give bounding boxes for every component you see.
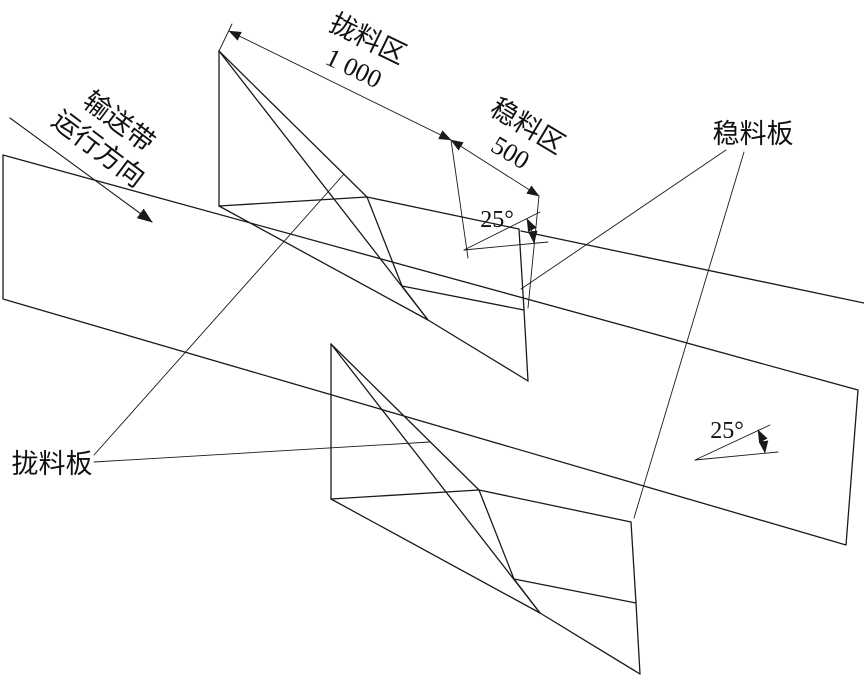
channel-far-top-lower — [478, 489, 632, 523]
stabilizer-leader-lower — [633, 151, 745, 519]
gatherer-far-plate-top-lower — [330, 343, 480, 491]
gatherer-plate-callout: 拢料板 — [12, 173, 431, 479]
lower-plow-assembly — [330, 343, 641, 675]
extension-line-zone2-end — [527, 195, 540, 309]
conveyor-belt — [2, 154, 864, 546]
gatherer-far-plate-bottom-lower — [330, 489, 480, 500]
channel-exit-tip-upper — [523, 309, 529, 382]
channel-exit-far-upper — [518, 228, 525, 311]
gatherer-plate-label: 拢料板 — [12, 449, 93, 479]
conveyor-belt-outline — [2, 154, 859, 546]
channel-near-bottom-lower — [539, 612, 641, 675]
channel-near-top-upper — [401, 285, 525, 311]
channel-exit-tip-lower — [635, 602, 641, 675]
channel-exit-far-lower — [630, 521, 637, 604]
stabilizer-plate-label: 稳料板 — [713, 119, 794, 149]
direction-annotation: 输送带 运行方向 — [9, 85, 160, 223]
channel-throat-lower — [478, 489, 515, 580]
channel-throat-upper — [366, 196, 403, 287]
angle-ray-b-upper — [463, 211, 541, 251]
gatherer-near-plate-top-lower — [330, 343, 541, 614]
extension-line-zone-boundary — [450, 139, 469, 259]
gatherer-far-plate-bottom-upper — [218, 196, 368, 207]
stabilizer-plate-callout: 稳料板 — [520, 119, 794, 519]
channel-near-top-lower — [513, 578, 637, 604]
gatherer-near-plate-bottom-lower — [330, 498, 541, 614]
channel-far-top-upper — [366, 196, 520, 230]
angle-ray-b-lower — [694, 424, 771, 461]
angle-value-upper: 25° — [480, 207, 514, 233]
angle-arc-lower — [757, 429, 769, 454]
gatherer-leader-lower — [93, 441, 431, 463]
extension-line-apex — [218, 23, 233, 52]
angle-value-lower: 25° — [710, 418, 744, 444]
belt-far-edge-extension — [520, 230, 864, 304]
angle-ray-a-lower — [694, 451, 779, 461]
gatherer-near-plate-bottom-upper — [218, 205, 429, 321]
dimension-line-zone2 — [450, 139, 540, 197]
direction-text-group: 输送带 运行方向 — [46, 85, 160, 193]
angle-annotation-upper: 25° — [463, 207, 549, 251]
stabilizer-leader-upper — [520, 149, 727, 290]
gatherer-leader-upper — [93, 173, 345, 456]
dimension-line-zone1 — [228, 30, 452, 141]
channel-entrance-near-lower — [513, 578, 541, 614]
angle-annotation-lower: 25° — [694, 418, 779, 461]
direction-arrow — [9, 117, 153, 223]
angle-arc-upper — [526, 218, 538, 244]
channel-near-bottom-upper — [427, 319, 529, 382]
channel-entrance-near-upper — [401, 285, 429, 321]
